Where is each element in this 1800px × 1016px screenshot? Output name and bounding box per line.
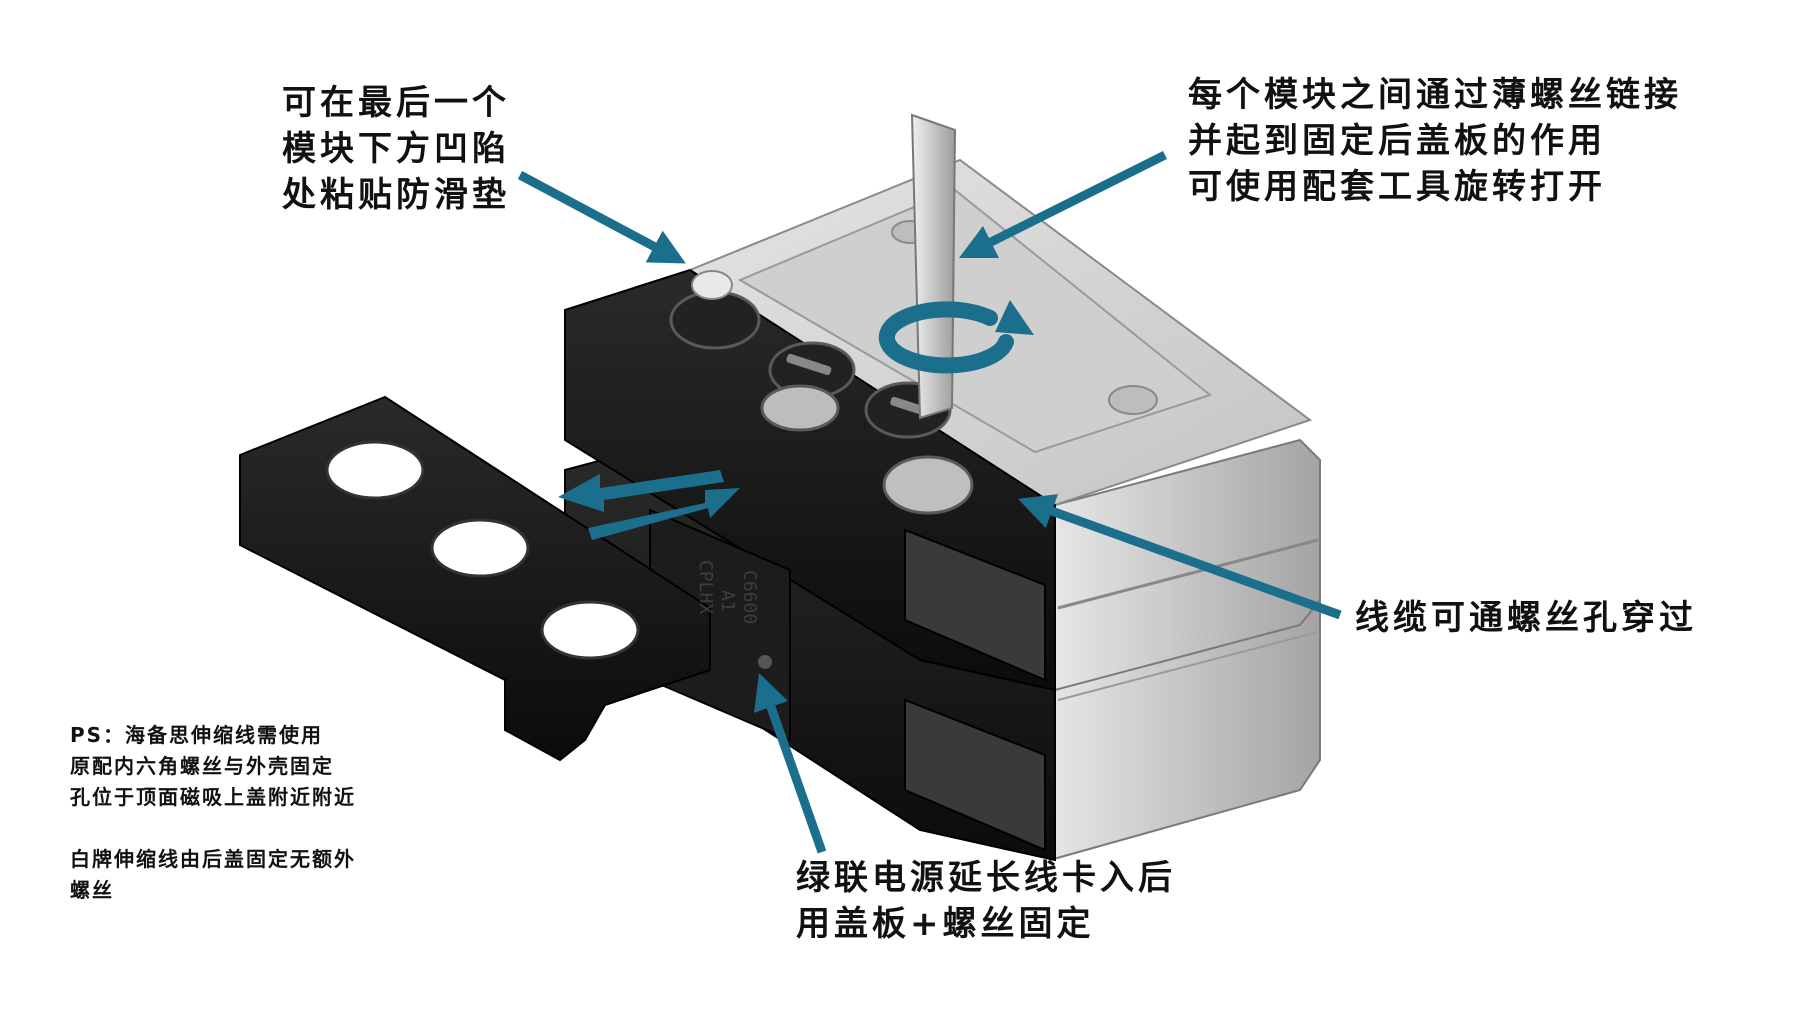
- callout-power-strip: 绿联电源延长线卡入后 用盖板+螺丝固定: [796, 855, 1176, 947]
- cover-hole-1: [325, 440, 425, 500]
- frame-hole-1: [669, 290, 761, 350]
- front-frames: [564, 268, 1056, 862]
- leader-power-strip: [753, 673, 827, 854]
- engraving-line-3: C6600: [739, 570, 760, 624]
- callout-screw-link-line-3: 可使用配套工具旋转打开: [1188, 167, 1606, 207]
- slide-arrows: [558, 470, 740, 540]
- note-line-3: 孔位于顶面磁吸上盖附近附近: [70, 785, 356, 809]
- note-line-1: PS：海备思伸缩线需使用: [70, 723, 324, 747]
- frame-hole-5: [760, 384, 840, 432]
- rotation-indicator: [878, 300, 1034, 374]
- callout-screw-link-line-1: 每个模块之间通过薄螺丝链接: [1188, 75, 1682, 115]
- detached-cover-plate: [239, 395, 711, 762]
- slide-arrow-left: [558, 470, 724, 512]
- callout-anti-slip: 可在最后一个 模块下方凹陷 处粘贴防滑垫: [282, 80, 510, 218]
- screw-head: [691, 270, 733, 300]
- callout-screw-link-line-2: 并起到固定后盖板的作用: [1188, 121, 1606, 161]
- callout-screw-link: 每个模块之间通过薄螺丝链接 并起到固定后盖板的作用 可使用配套工具旋转打开: [1188, 72, 1682, 210]
- rotation-ring: [878, 301, 1014, 374]
- leader-cable-hole: [1018, 494, 1342, 620]
- note-line-6: 螺丝: [70, 878, 114, 902]
- slide-arrow-right: [588, 488, 740, 540]
- engraving: CPLHX A1 C6600: [695, 560, 760, 624]
- leader-arrows: [517, 150, 1342, 854]
- note-line-5: 白牌伸缩线由后盖固定无额外: [70, 847, 356, 871]
- leader-screw-link: [958, 150, 1168, 259]
- note-line-4: [70, 813, 356, 844]
- callout-power-strip-line-1: 绿联电源延长线卡入后: [796, 858, 1176, 898]
- callout-anti-slip-line-1: 可在最后一个: [282, 83, 510, 123]
- callout-anti-slip-line-2: 模块下方凹陷: [282, 129, 510, 169]
- callout-anti-slip-line-3: 处粘贴防滑垫: [282, 175, 510, 215]
- engraving-line-2: A1: [717, 590, 738, 612]
- frame-hole-4: [882, 455, 974, 515]
- engraving-line-1: CPLHX: [695, 560, 716, 614]
- ps-notes: PS：海备思伸缩线需使用 原配内六角螺丝与外壳固定 孔位于顶面磁吸上盖附近附近 …: [70, 720, 356, 906]
- callout-cable-hole-line-1: 线缆可通螺丝孔穿过: [1355, 598, 1697, 638]
- note-line-2: 原配内六角螺丝与外壳固定: [70, 754, 334, 778]
- callout-cable-hole: 线缆可通螺丝孔穿过: [1355, 595, 1697, 641]
- cover-hole-3: [540, 600, 640, 660]
- callout-power-strip-line-2: 用盖板+螺丝固定: [796, 904, 1095, 944]
- side-screw-hole: [758, 655, 772, 669]
- cover-hole-2: [430, 518, 530, 578]
- leader-anti-slip: [517, 171, 686, 264]
- top-hole-2: [1108, 385, 1158, 415]
